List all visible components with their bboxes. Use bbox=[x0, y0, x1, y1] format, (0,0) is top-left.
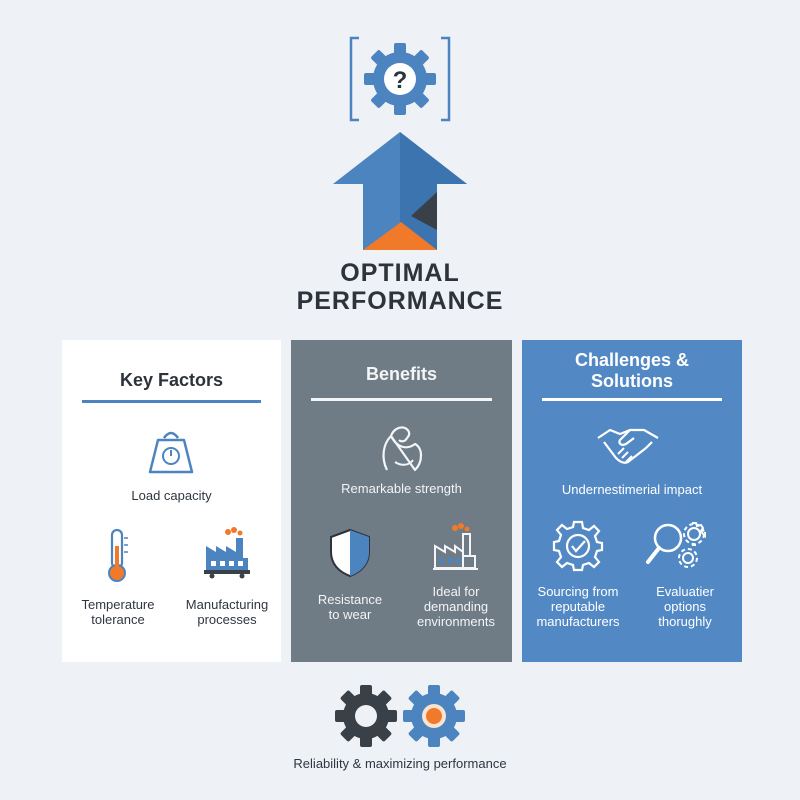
arrow-up-logo-icon bbox=[333, 132, 467, 250]
load-capacity-label: Load capacity bbox=[131, 488, 212, 503]
page-title-line1: OPTIMAL bbox=[340, 259, 460, 287]
factory-icon bbox=[431, 522, 481, 576]
magnifier-gears-icon bbox=[642, 518, 712, 578]
key-factors-panel: Key Factors Load capacity Temperature to… bbox=[62, 340, 281, 662]
handshake-icon bbox=[596, 424, 660, 470]
evaluate-label-line3: thorughly bbox=[658, 614, 712, 629]
key-factors-heading: Key Factors bbox=[119, 370, 224, 390]
sourcing-label-line1: Sourcing from bbox=[537, 584, 619, 599]
factory-icon bbox=[202, 526, 256, 580]
challenges-heading-line1: Challenges & bbox=[574, 350, 690, 370]
remarkable-strength-label: Remarkable strength bbox=[341, 481, 462, 496]
divider bbox=[311, 398, 492, 401]
footer-caption: Reliability & maximizing performance bbox=[293, 756, 507, 771]
temperature-label-line1: Temperature bbox=[81, 597, 155, 612]
question-gear-icon: ? bbox=[345, 36, 455, 122]
resistance-label-line2: to wear bbox=[328, 607, 372, 622]
evaluate-label-line1: Evaluatier bbox=[656, 584, 714, 599]
impact-label: Undernestimerial impact bbox=[561, 482, 703, 497]
benefits-panel: Benefits Remarkable strength Resistance … bbox=[291, 340, 512, 662]
sourcing-label-line3: manufacturers bbox=[536, 614, 620, 629]
resistance-label-line1: Resistance bbox=[317, 592, 383, 607]
ideal-label-line2: demanding bbox=[423, 599, 489, 614]
question-mark: ? bbox=[393, 67, 408, 94]
check-gear-icon bbox=[552, 520, 604, 572]
thermometer-icon bbox=[104, 528, 130, 584]
ideal-label-line1: Ideal for bbox=[432, 584, 480, 599]
temperature-label-line2: tolerance bbox=[91, 612, 145, 627]
challenges-heading-line2: Solutions bbox=[591, 371, 673, 391]
manufacturing-label-line2: processes bbox=[197, 612, 257, 627]
page-title-line2: PERFORMANCE bbox=[296, 287, 504, 315]
evaluate-label-line2: options bbox=[664, 599, 706, 614]
challenges-panel: Challenges & Solutions Undernestimerial … bbox=[522, 340, 742, 662]
divider bbox=[542, 398, 722, 401]
weight-icon bbox=[146, 428, 196, 476]
shield-icon bbox=[327, 528, 373, 578]
footer-gears-icon bbox=[330, 684, 470, 748]
manufacturing-label-line1: Manufacturing bbox=[185, 597, 269, 612]
ideal-label-line3: environments bbox=[416, 614, 496, 629]
sourcing-label-line2: reputable bbox=[550, 599, 606, 614]
flexed-arm-strength-icon bbox=[377, 422, 427, 474]
divider bbox=[82, 400, 261, 403]
benefits-heading: Benefits bbox=[365, 364, 437, 384]
